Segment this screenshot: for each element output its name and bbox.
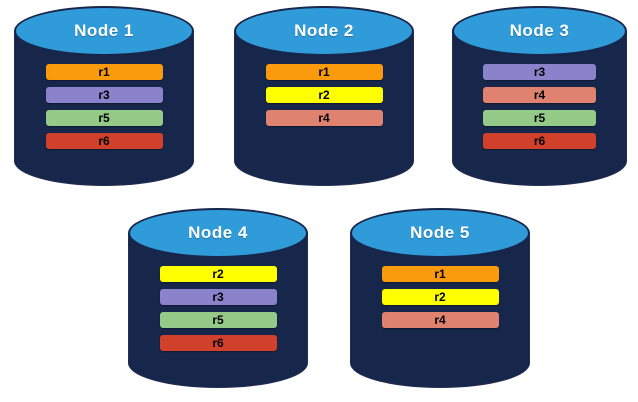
replica-r5[interactable]: r5 [45,110,163,126]
replica-list: r1 r3 r5 r6 [14,64,194,149]
replica-r4[interactable]: r4 [482,87,597,103]
cylinder-body [14,31,194,186]
node-label: Node 5 [410,223,470,242]
database-cylinder-icon [452,6,627,186]
replica-r1[interactable]: r1 [381,266,499,282]
database-node-5[interactable]: Node 5 r1 r2 r4 [350,208,530,388]
database-cylinder-icon [14,6,194,186]
replica-list: r1 r2 r4 [234,64,414,126]
replica-r2[interactable]: r2 [159,266,277,282]
cylinder-top-ellipse [128,208,308,258]
replica-list: r1 r2 r4 [350,266,530,328]
replica-r6[interactable]: r6 [482,133,597,149]
replica-r3[interactable]: r3 [482,64,597,80]
database-cylinder-icon [128,208,308,388]
replica-r5[interactable]: r5 [482,110,597,126]
replica-r2[interactable]: r2 [265,87,383,103]
node-label: Node 3 [509,21,570,40]
cylinder-top-ellipse [452,6,627,56]
replica-r1[interactable]: r1 [265,64,383,80]
database-cylinder-icon [234,6,414,186]
replica-list: r2 r3 r5 r6 [128,266,308,351]
node-label: Node 4 [188,223,248,242]
cylinder-top-ellipse [350,208,530,258]
database-node-2[interactable]: Node 2 r1 r2 r4 [234,6,414,186]
cylinder-top-ellipse [14,6,194,56]
replica-r3[interactable]: r3 [45,87,163,103]
replica-r1[interactable]: r1 [45,64,163,80]
replica-r4[interactable]: r4 [265,110,383,126]
replica-r6[interactable]: r6 [45,133,163,149]
replica-r5[interactable]: r5 [159,312,277,328]
replica-r2[interactable]: r2 [381,289,499,305]
cylinder-body [350,233,530,388]
replica-r4[interactable]: r4 [381,312,499,328]
replica-list: r3 r4 r5 r6 [452,64,627,149]
cylinder-body [128,233,308,388]
database-node-4[interactable]: Node 4 r2 r3 r5 r6 [128,208,308,388]
node-label: Node 1 [74,21,134,40]
database-node-1[interactable]: Node 1 r1 r3 r5 r6 [14,6,194,186]
replica-r3[interactable]: r3 [159,289,277,305]
database-cylinder-icon [350,208,530,388]
cylinder-top-ellipse [234,6,414,56]
database-node-3[interactable]: Node 3 r3 r4 r5 r6 [452,6,627,186]
replica-r6[interactable]: r6 [159,335,277,351]
node-label: Node 2 [294,21,354,40]
cylinder-body [234,31,414,186]
cylinder-body [452,31,627,186]
